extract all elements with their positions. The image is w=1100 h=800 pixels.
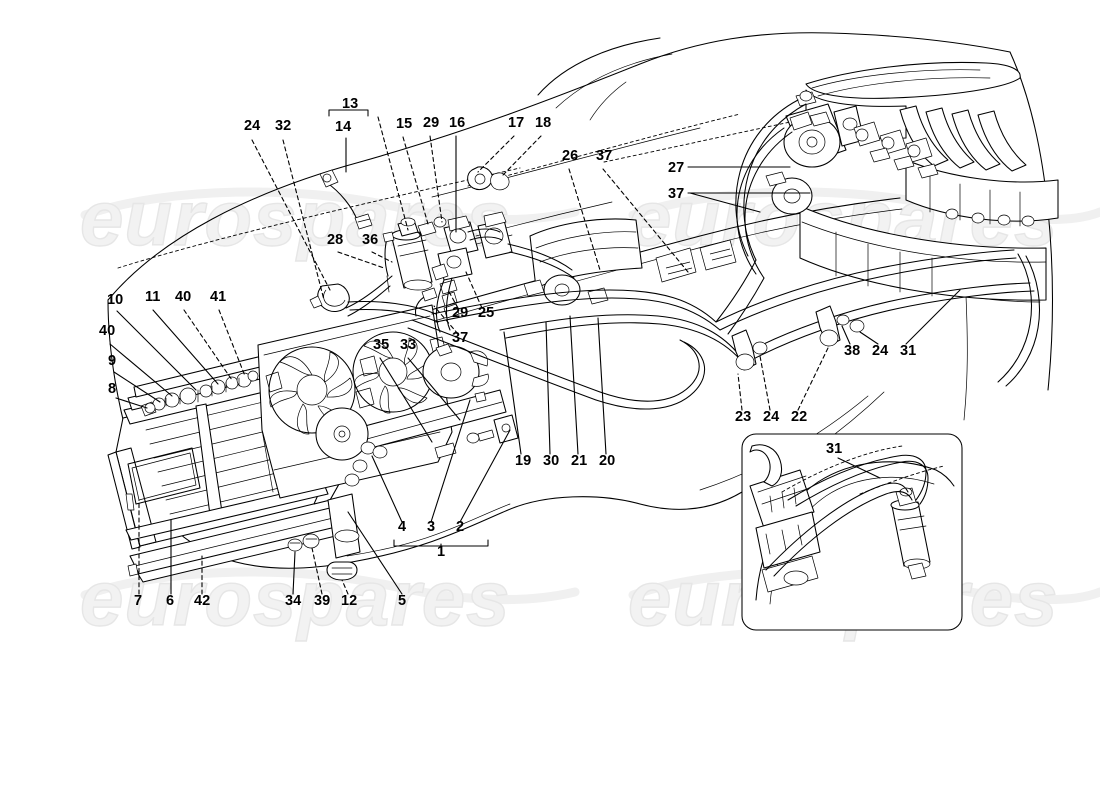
callout-12: 12 (341, 593, 357, 609)
fastener-stack-left (140, 370, 259, 417)
callout-34: 34 (285, 593, 301, 609)
bracket-37-left (415, 287, 438, 317)
callout-13: 13 (342, 96, 358, 112)
callout-24a: 24 (244, 118, 260, 134)
callout-21: 21 (571, 453, 587, 469)
callout-20: 20 (599, 453, 615, 469)
callout-16: 16 (449, 115, 465, 131)
callout-8: 8 (108, 381, 116, 397)
refrigerant-hose-lines (345, 99, 1041, 410)
callout-31b: 31 (826, 441, 842, 457)
leader-lines (109, 109, 961, 595)
callout-31a: 31 (900, 343, 916, 359)
valve-block-group (417, 166, 513, 319)
callout-24c: 24 (872, 343, 888, 359)
callout-10: 10 (107, 292, 123, 308)
callout-17: 17 (508, 115, 524, 131)
callout-11: 11 (145, 289, 160, 305)
callout-33: 33 (400, 337, 416, 353)
callout-25: 25 (478, 305, 494, 321)
callout-28: 28 (327, 232, 343, 248)
callout-32: 32 (275, 118, 291, 134)
callout-numbers: 24 32 13 14 15 29 16 17 18 26 37 27 37 2… (99, 96, 916, 609)
callout-40a: 40 (175, 289, 191, 305)
callout-29a: 29 (423, 115, 439, 131)
callout-4: 4 (398, 519, 406, 535)
callout-37a: 37 (596, 148, 612, 164)
callout-37b: 37 (668, 186, 684, 202)
callout-41: 41 (210, 289, 226, 305)
callout-9: 9 (108, 353, 116, 369)
callout-36: 36 (362, 232, 378, 248)
callout-23: 23 (735, 409, 751, 425)
hose-clamp-group (731, 305, 865, 371)
callout-19: 19 (515, 453, 531, 469)
pressure-switch-14 (319, 169, 373, 230)
callout-42: 42 (194, 593, 210, 609)
callout-38: 38 (844, 343, 860, 359)
cooling-fan-assembly (257, 304, 519, 499)
callout-22: 22 (791, 409, 807, 425)
callout-26: 26 (562, 148, 578, 164)
callout-24b: 24 (763, 409, 779, 425)
callout-3: 3 (427, 519, 435, 535)
callout-30: 30 (543, 453, 559, 469)
callout-5: 5 (398, 593, 406, 609)
callout-40b: 40 (99, 323, 115, 339)
callout-27: 27 (668, 160, 684, 176)
svg-text:eurospares: eurospares (80, 174, 511, 262)
receiver-drier-group (382, 217, 433, 293)
callout-1: 1 (437, 544, 445, 560)
callout-15: 15 (396, 116, 412, 132)
clamp-32 (309, 283, 350, 313)
callout-2: 2 (456, 519, 464, 535)
fastener-pair-bottom (287, 533, 320, 552)
callout-7: 7 (134, 593, 142, 609)
detail-inset-31 (741, 433, 963, 631)
callout-29b: 29 (452, 305, 468, 321)
engine-assembly (523, 61, 1059, 306)
callout-6: 6 (166, 593, 174, 609)
callout-18: 18 (535, 115, 551, 131)
callout-39: 39 (314, 593, 330, 609)
callout-35: 35 (373, 337, 389, 353)
callout-37c: 37 (452, 330, 468, 346)
watermark-text-1: eurospares eurospares (79, 173, 511, 262)
callout-14: 14 (335, 119, 351, 135)
